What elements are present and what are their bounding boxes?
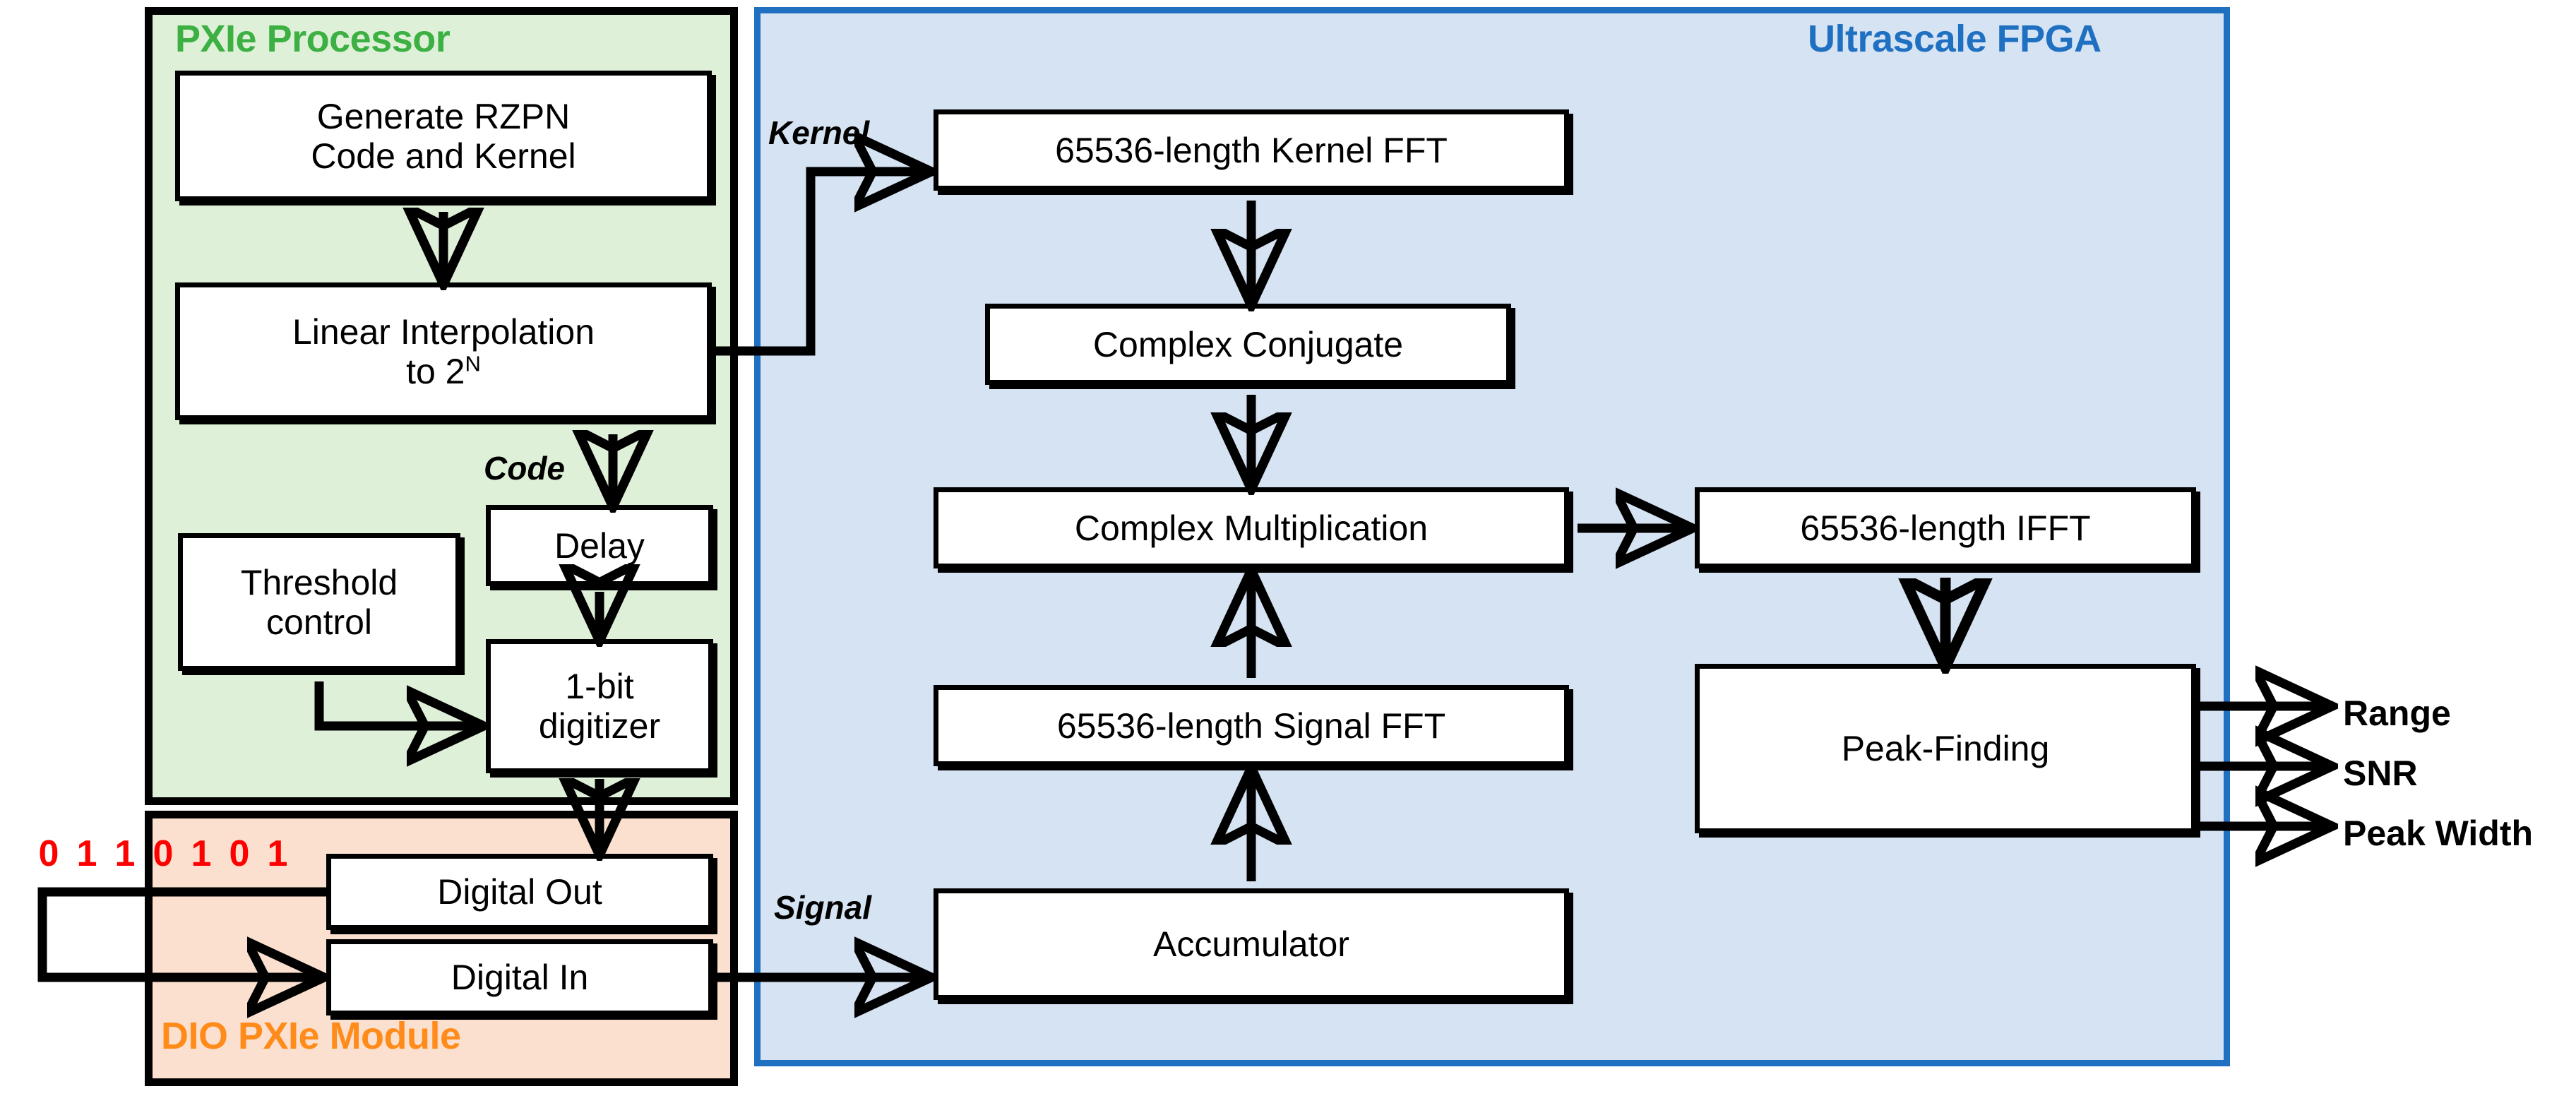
block-linear-interpolation-line2: to 2N (406, 350, 481, 391)
panel-title-pxie-processor: PXIe Processor (175, 18, 451, 60)
bit-4: 1 (191, 833, 212, 874)
edge-label-code: Code (484, 450, 565, 487)
output-label-range: Range (2343, 693, 2451, 733)
block-linear-interpolation-line1: Linear Interpolation (292, 311, 595, 352)
bit-0: 0 (38, 833, 59, 874)
bit-2: 1 (114, 833, 136, 874)
block-linear-interpolation: Linear Interpolation to 2N (175, 282, 712, 420)
block-generate-code: Generate RZPN Code and Kernel (175, 71, 712, 201)
edge-label-signal: Signal (774, 889, 872, 926)
block-digital-out: Digital Out (326, 854, 713, 930)
block-signal-fft: 65536-length Signal FFT (934, 685, 1569, 766)
panel-title-dio-pxie-module: DIO PXIe Module (161, 1015, 461, 1057)
edge-label-kernel: Kernel (768, 114, 870, 151)
block-accumulator-label: Accumulator (1153, 924, 1349, 964)
block-ifft: 65536-length IFFT (1695, 487, 2196, 568)
block-generate-code-line1: Generate RZPN (316, 96, 571, 136)
block-ifft-label: 65536-length IFFT (1800, 508, 2091, 548)
block-digital-in: Digital In (326, 939, 713, 1015)
bit-6: 1 (267, 833, 288, 874)
exponent-n: N (465, 350, 481, 376)
block-peak-finding: Peak-Finding (1695, 664, 2196, 833)
block-threshold-control-line1: Threshold (240, 562, 398, 602)
block-kernel-fft: 65536-length Kernel FFT (934, 109, 1569, 191)
block-threshold-control: Threshold control (178, 533, 460, 671)
block-digitizer-line2: digitizer (538, 706, 661, 746)
block-signal-fft-label: 65536-length Signal FFT (1056, 705, 1446, 746)
block-complex-multiplication-label: Complex Multiplication (1074, 508, 1429, 548)
block-threshold-control-line2: control (266, 602, 373, 642)
block-generate-code-line2: Code and Kernel (311, 136, 576, 176)
panel-title-ultrascale-fpga: Ultrascale FPGA (1808, 18, 2101, 60)
block-complex-conjugate: Complex Conjugate (985, 304, 1511, 385)
block-delay: Delay (486, 505, 713, 586)
block-digital-in-label: Digital In (451, 958, 589, 997)
bit-5: 0 (229, 833, 250, 874)
block-digitizer: 1-bit digitizer (486, 639, 713, 773)
block-accumulator: Accumulator (934, 888, 1569, 1000)
block-peak-finding-label: Peak-Finding (1841, 729, 2050, 768)
block-complex-multiplication: Complex Multiplication (934, 487, 1569, 568)
block-delay-label: Delay (554, 525, 645, 566)
bit-1: 1 (76, 833, 97, 874)
block-digital-out-label: Digital Out (437, 872, 602, 912)
bit-3: 0 (153, 833, 174, 874)
block-complex-conjugate-label: Complex Conjugate (1092, 324, 1404, 364)
block-kernel-fft-label: 65536-length Kernel FFT (1055, 130, 1448, 170)
output-label-snr: SNR (2343, 754, 2418, 793)
output-label-peak-width: Peak Width (2343, 814, 2534, 853)
block-digitizer-line1: 1-bit (565, 667, 634, 706)
